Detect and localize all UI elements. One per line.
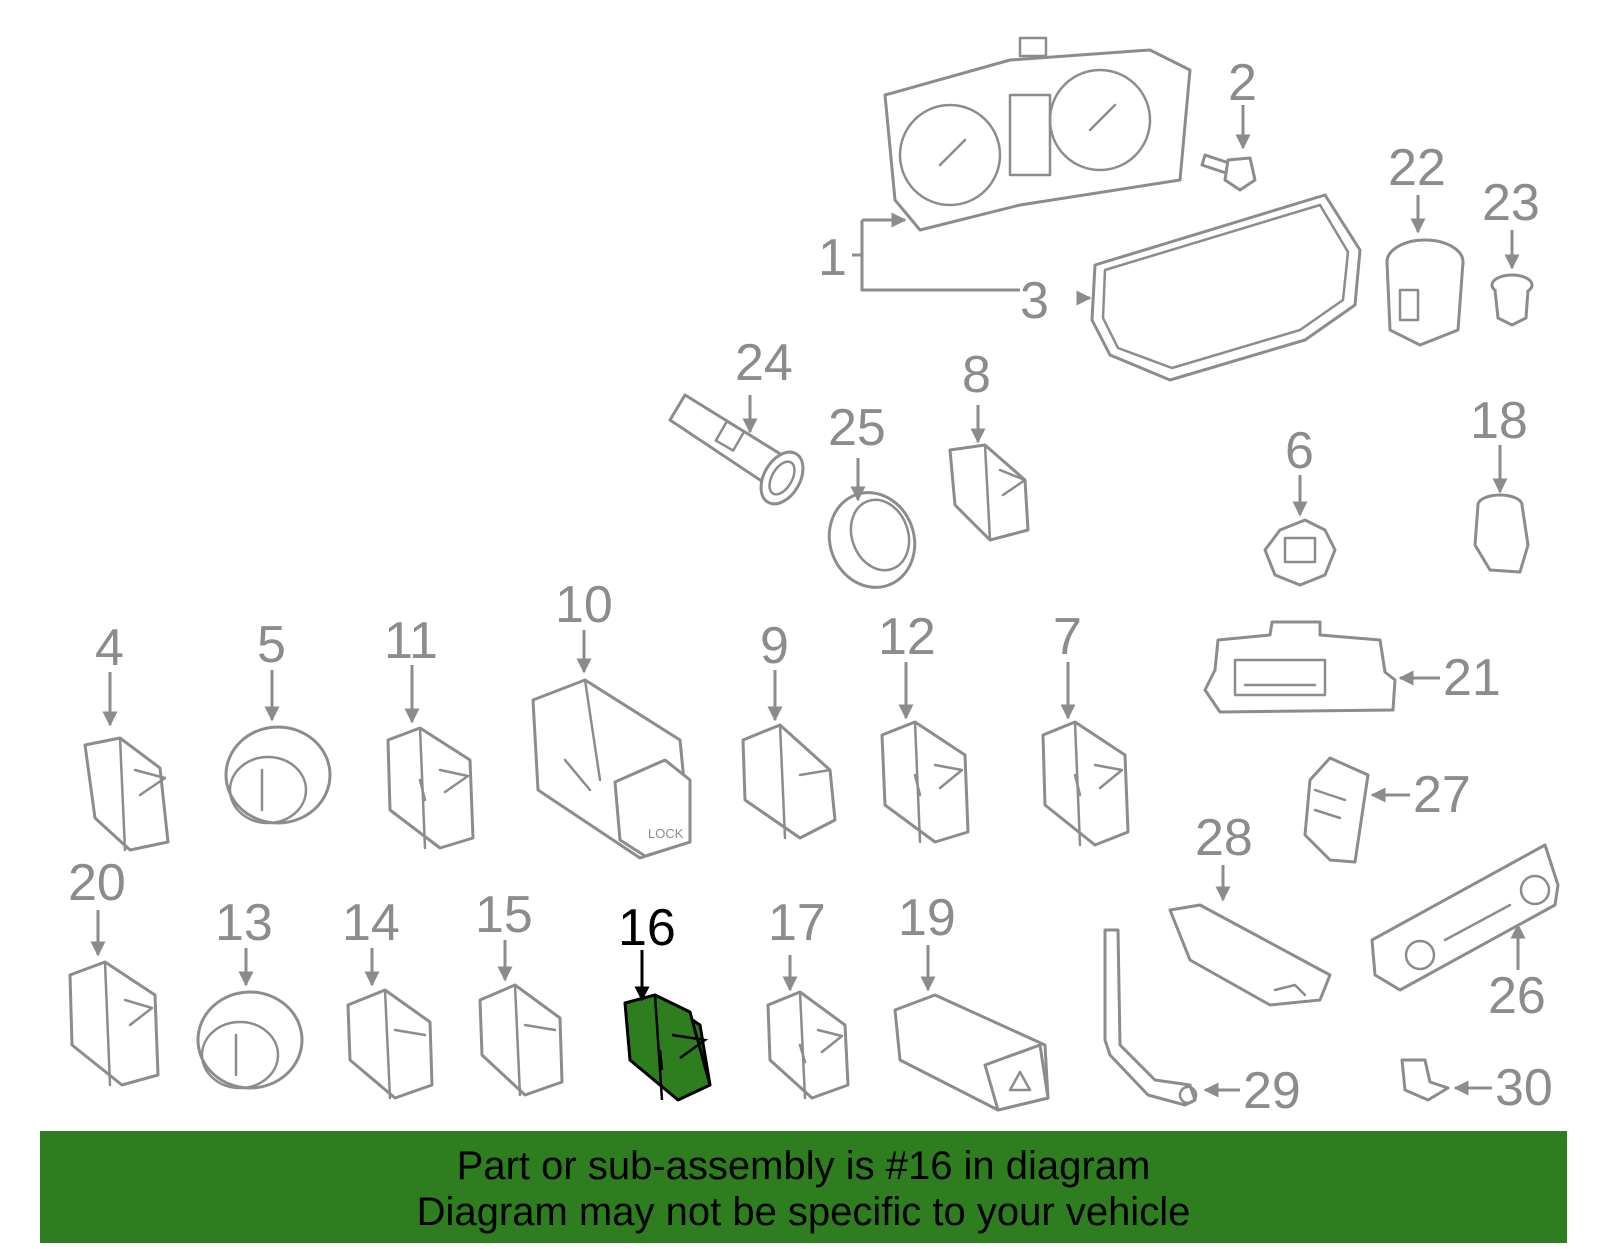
part-5-knob[interactable] — [224, 725, 332, 825]
part-29-antenna[interactable] — [1103, 928, 1198, 1107]
callout-23: 23 — [1482, 174, 1540, 232]
part-14-switch[interactable] — [346, 988, 434, 1100]
part-11-switch[interactable] — [386, 726, 475, 850]
part-19-hazard-switch[interactable] — [893, 993, 1050, 1112]
banner-line-2: Diagram may not be specific to your vehi… — [416, 1190, 1191, 1234]
part-23-clip[interactable] — [1490, 273, 1534, 327]
part-21-control-panel[interactable] — [1203, 620, 1397, 714]
part-9-switch[interactable] — [741, 723, 837, 840]
callout-16: 16 — [618, 899, 676, 957]
callout-10: 10 — [555, 576, 613, 634]
callout-3: 3 — [1020, 272, 1049, 330]
callout-12: 12 — [878, 608, 936, 666]
callout-17: 17 — [768, 894, 826, 952]
callout-5: 5 — [257, 616, 286, 674]
callout-29: 29 — [1243, 1062, 1301, 1120]
callout-21: 21 — [1443, 649, 1501, 707]
callout-13: 13 — [215, 894, 273, 952]
part-25-knob[interactable] — [816, 481, 928, 600]
callout-24: 24 — [735, 334, 793, 392]
part-1-instrument-cluster[interactable] — [883, 36, 1192, 232]
part-17-switch[interactable] — [766, 990, 850, 1100]
callout-26: 26 — [1488, 967, 1546, 1025]
callout-25: 25 — [828, 399, 886, 457]
parts-diagram: 1 2 3 22 23 24 25 — [68, 36, 1560, 1120]
callout-9: 9 — [760, 617, 789, 675]
callout-7: 7 — [1053, 608, 1082, 666]
part-3-lens[interactable] — [1090, 193, 1362, 382]
part-18-switch[interactable] — [1473, 493, 1530, 574]
part-20-switch[interactable] — [68, 960, 160, 1087]
part-27-module[interactable] — [1303, 756, 1370, 864]
part-15-switch[interactable] — [478, 983, 564, 1097]
part-7-switch[interactable] — [1041, 720, 1130, 847]
callout-30: 30 — [1495, 1059, 1553, 1117]
part-2-screw[interactable] — [1200, 153, 1257, 192]
callout-22: 22 — [1388, 139, 1446, 197]
callout-4: 4 — [95, 619, 124, 677]
callout-1: 1 — [818, 229, 847, 287]
callout-20: 20 — [68, 854, 126, 912]
part-6-sensor[interactable] — [1263, 518, 1337, 587]
callout-18: 18 — [1470, 392, 1528, 450]
part-13-knob[interactable] — [196, 990, 304, 1090]
callout-19: 19 — [898, 889, 956, 947]
callout-2: 2 — [1228, 54, 1257, 112]
part-10-lock-label: LOCK — [648, 826, 684, 841]
part-16-switch-highlighted[interactable] — [623, 993, 712, 1102]
callout-8: 8 — [962, 346, 991, 404]
info-banner: Part or sub-assembly is #16 in diagram D… — [40, 1131, 1567, 1243]
callout-27: 27 — [1413, 766, 1471, 824]
part-22-button[interactable] — [1385, 238, 1465, 347]
callout-28: 28 — [1195, 809, 1253, 867]
banner-line-1: Part or sub-assembly is #16 in diagram — [456, 1144, 1151, 1188]
callout-6: 6 — [1285, 422, 1314, 480]
part-28-bracket[interactable] — [1168, 903, 1332, 1007]
callout-14: 14 — [342, 894, 400, 952]
callout-11: 11 — [384, 612, 438, 670]
part-26-climate-control[interactable] — [1370, 843, 1560, 992]
part-4-switch[interactable] — [83, 736, 170, 852]
part-12-switch[interactable] — [880, 720, 970, 844]
part-8-switch[interactable] — [948, 443, 1030, 542]
part-10-switch[interactable]: LOCK — [531, 678, 692, 860]
part-30-clip[interactable] — [1400, 1058, 1450, 1102]
callout-15: 15 — [475, 886, 533, 944]
part-24-power-outlet[interactable] — [668, 393, 812, 511]
